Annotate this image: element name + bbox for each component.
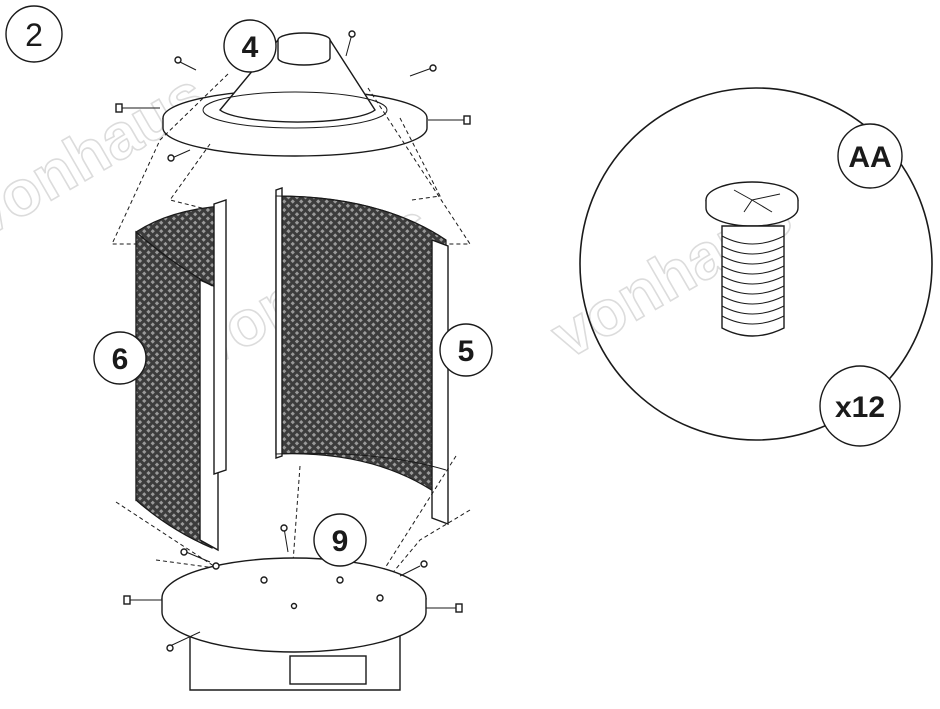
right-panel-part: [275, 187, 449, 526]
callout-panel-left: 6: [93, 331, 147, 385]
callout-lid: 4: [223, 19, 277, 73]
callout-base: 9: [313, 513, 367, 567]
hardware-code: AA: [848, 141, 891, 174]
hardware-detail: AA x12: [579, 87, 933, 447]
screw-aa-icon: [705, 181, 799, 337]
step-number-badge: 2: [5, 5, 63, 63]
lid-part: [162, 32, 428, 157]
callout-lid-number: 4: [242, 31, 259, 64]
callout-panel-left-number: 6: [112, 343, 129, 376]
lid-guides: [111, 73, 471, 245]
step-number: 2: [25, 17, 43, 53]
callout-quantity: x12: [819, 365, 901, 447]
base-part: [161, 557, 427, 691]
hardware-quantity: x12: [835, 391, 885, 424]
left-panel-part: [135, 199, 227, 552]
callout-panel-right: 5: [439, 323, 493, 377]
base-screws: [123, 524, 463, 652]
callout-panel-right-number: 5: [458, 335, 475, 368]
callout-base-number: 9: [332, 525, 349, 558]
callout-hardware: AA: [837, 123, 903, 189]
lid-screws: [115, 30, 471, 162]
